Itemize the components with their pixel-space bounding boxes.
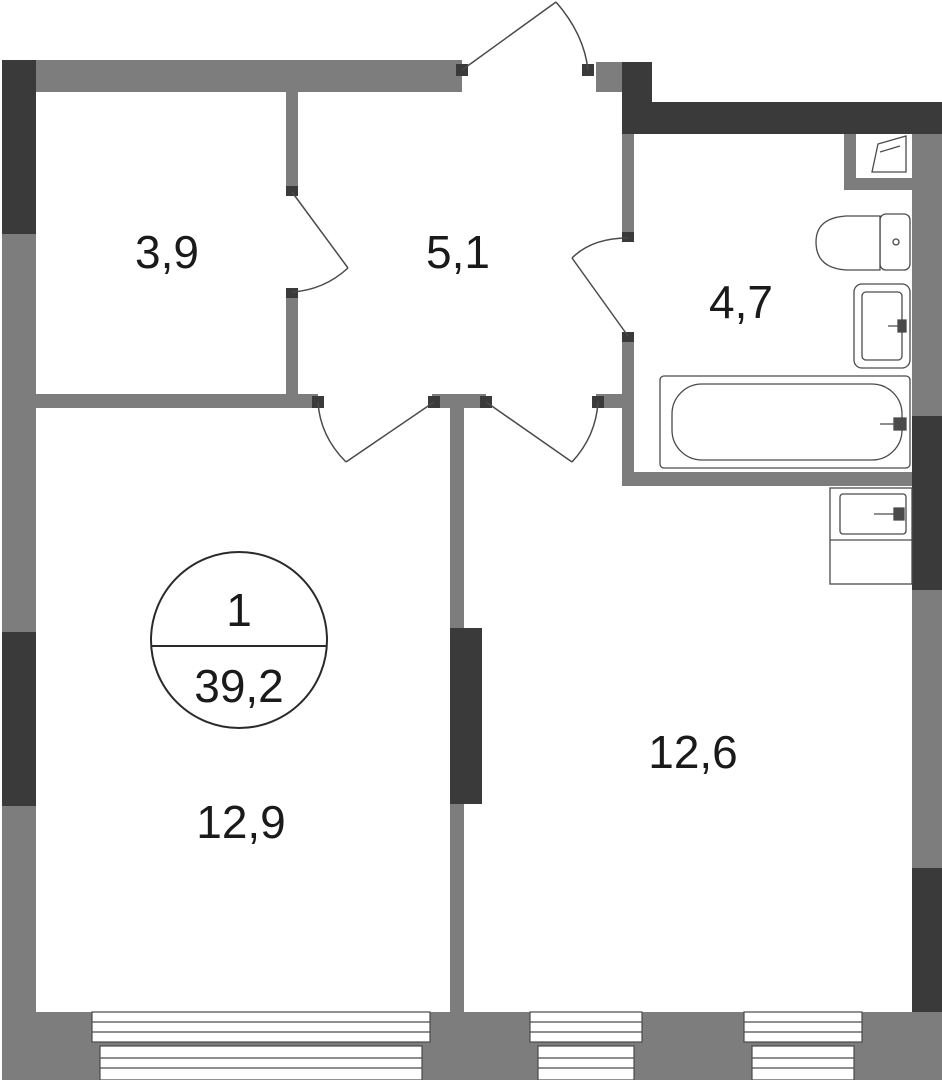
entrance-door xyxy=(456,1,594,76)
room-area-kitchen: 12,6 xyxy=(648,726,738,778)
bathroom-sink-icon xyxy=(853,283,911,369)
wall-top-right-dark-beam xyxy=(622,102,942,134)
window-bedroom xyxy=(91,1011,431,1080)
room-area-hall: 5,1 xyxy=(426,226,490,278)
fixtures xyxy=(659,135,913,585)
wall-mid-horizontal-left xyxy=(36,394,318,408)
wall-hall-bathroom-lower xyxy=(622,338,634,486)
bathtub-icon xyxy=(659,375,911,469)
storage-door xyxy=(286,186,349,298)
doors xyxy=(286,1,634,463)
wall-top-left xyxy=(36,60,462,92)
room-area-bathroom: 4,7 xyxy=(709,276,773,328)
wall-right-dark-lower xyxy=(912,868,942,1040)
wall-top-right-stub xyxy=(596,62,622,92)
wall-left-dark-upper xyxy=(2,60,36,234)
rooms-count-label: 1 xyxy=(226,584,252,636)
windows xyxy=(91,1011,863,1080)
wall-bedroom-kitchen-dark xyxy=(450,628,482,804)
apartment-badge: 1 39,2 xyxy=(150,551,328,729)
wall-left-dark-lower xyxy=(2,632,36,806)
wall-storage-hall-lower xyxy=(286,292,298,396)
room-area-bedroom: 12,9 xyxy=(196,796,286,848)
kitchen-sink-icon xyxy=(829,487,913,585)
window-kitchen-left xyxy=(529,1011,643,1080)
toilet-icon xyxy=(815,213,911,271)
wall-mid-horizontal-center xyxy=(432,394,486,408)
walls xyxy=(2,60,942,1080)
room-area-storage: 3,9 xyxy=(135,226,199,278)
window-kitchen-right xyxy=(743,1011,863,1080)
wall-hall-bathroom-upper xyxy=(622,134,634,238)
bedroom-door xyxy=(312,396,440,463)
wall-right-dark-upper xyxy=(912,416,942,590)
room-labels: 3,9 5,1 4,7 12,9 12,6 xyxy=(135,226,773,848)
wall-storage-hall-upper xyxy=(286,92,298,190)
vent-shaft-icon xyxy=(871,135,907,173)
kitchen-door xyxy=(480,396,604,463)
total-area-label: 39,2 xyxy=(194,660,284,712)
wall-bathroom-bottom xyxy=(622,472,912,486)
bathroom-door xyxy=(571,232,634,342)
